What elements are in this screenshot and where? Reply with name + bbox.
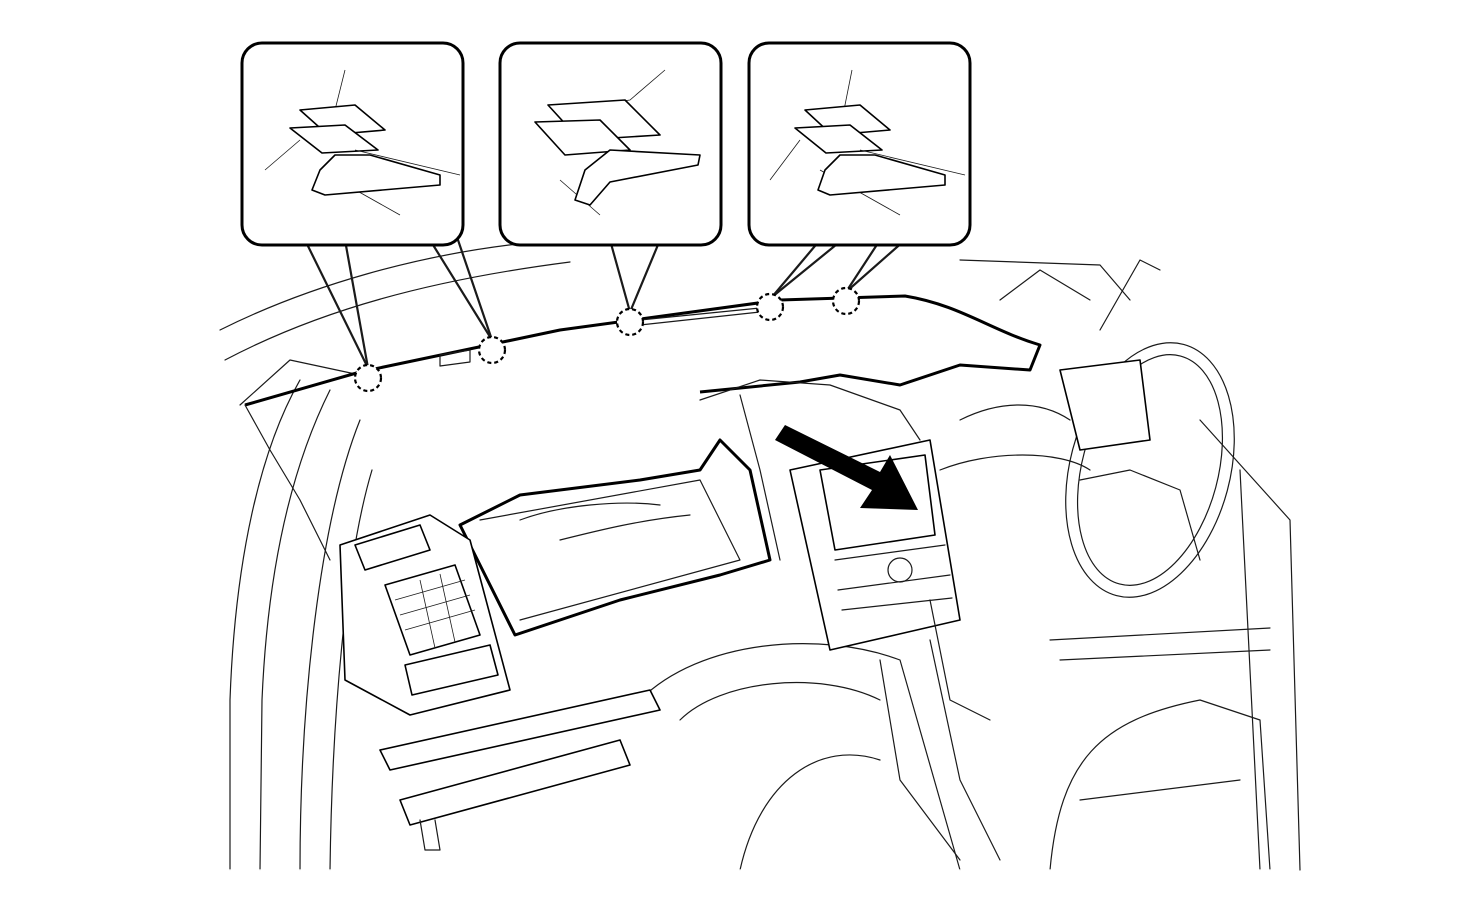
callout-box-1 [240, 41, 465, 247]
removal-direction-arrow [775, 425, 918, 510]
clip-marker-1 [353, 363, 383, 393]
clip-marker-5 [831, 286, 861, 316]
callout-box-2 [498, 41, 723, 247]
instrument-panel [244, 294, 1235, 861]
clip-marker-4 [755, 292, 785, 322]
vehicle-interior-outline [219, 239, 1301, 871]
callout-pointers [303, 238, 907, 370]
clip-marker-3 [615, 307, 645, 337]
clip-markers [353, 286, 861, 393]
callout-box-3 [747, 41, 972, 247]
clip-marker-2 [477, 335, 507, 365]
